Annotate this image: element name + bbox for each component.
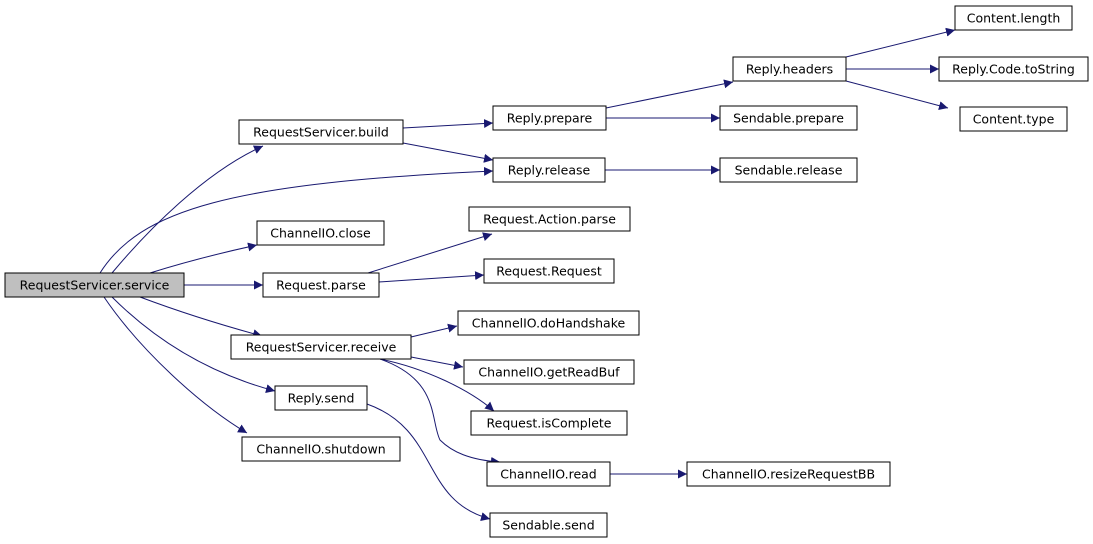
node-label: Reply.send [288, 391, 355, 406]
edge-n14-n18 [379, 358, 501, 466]
node-box [274, 385, 368, 411]
node-box [486, 461, 611, 487]
node-box [463, 359, 635, 385]
node-box [938, 56, 1089, 82]
node-channelio-resizerequestbb[interactable]: ChannelIO.resizeRequestBB [686, 461, 891, 487]
node-label: Request.Request [496, 264, 602, 279]
edge-n0-n20 [111, 296, 276, 394]
node-box [238, 119, 404, 145]
node-channelio-getreadbuf[interactable]: ChannelIO.getReadBuf [463, 359, 635, 385]
edge-n3-n4 [845, 27, 956, 58]
node-sendable-release[interactable]: Sendable.release [719, 157, 858, 183]
node-box [483, 258, 615, 284]
node-box [256, 220, 385, 246]
node-label: ChannelIO.read [500, 467, 596, 482]
node-label: ChannelIO.doHandshake [472, 316, 626, 331]
node-box [686, 461, 891, 487]
edge-n0-n14 [139, 296, 263, 338]
node-requestservicer-receive[interactable]: RequestServicer.receive [230, 334, 412, 360]
node-sendable-prepare[interactable]: Sendable.prepare [719, 105, 858, 131]
node-requestservicer-build[interactable]: RequestServicer.build [238, 119, 404, 145]
edge-n11-n12 [367, 232, 493, 274]
node-label: Content.length [967, 11, 1061, 26]
node-label: Reply.headers [746, 62, 833, 77]
node-requestservicer-service[interactable]: RequestServicer.service [4, 272, 185, 298]
node-box [489, 512, 608, 538]
node-box [262, 272, 380, 298]
edge-n0-n22 [103, 296, 248, 434]
node-label: Sendable.release [735, 163, 843, 178]
edge-n1-n2 [402, 119, 494, 129]
node-label: Request.parse [276, 278, 366, 293]
node-request-request[interactable]: Request.Request [483, 258, 615, 284]
node-box [492, 157, 606, 183]
nodes-layer: RequestServicer.service RequestServicer.b… [4, 5, 1089, 538]
node-box [492, 105, 607, 131]
node-label: ChannelIO.getReadBuf [478, 365, 620, 380]
node-reply-prepare[interactable]: Reply.prepare [492, 105, 607, 131]
edge-n0-n10 [149, 242, 258, 274]
node-label: Reply.release [508, 163, 591, 178]
node-channelio-read[interactable]: ChannelIO.read [486, 461, 611, 487]
node-label: ChannelIO.resizeRequestBB [702, 467, 875, 482]
edge-n14-n15 [410, 323, 458, 338]
node-label: Request.Action.parse [483, 212, 616, 227]
node-label: RequestServicer.service [20, 278, 170, 293]
node-reply-code-tostring[interactable]: Reply.Code.toString [938, 56, 1089, 82]
node-sendable-send[interactable]: Sendable.send [489, 512, 608, 538]
node-content-length[interactable]: Content.length [954, 5, 1073, 31]
node-label: Sendable.prepare [733, 111, 844, 126]
node-box [719, 157, 858, 183]
node-box [954, 5, 1073, 31]
node-box [719, 105, 858, 131]
edge-n14-n17 [379, 358, 495, 412]
node-request-parse[interactable]: Request.parse [262, 272, 380, 298]
edge-n2-n3 [605, 79, 734, 109]
node-label: ChannelIO.shutdown [256, 442, 385, 457]
edges-layer [99, 27, 956, 521]
edge-n11-n13 [378, 271, 485, 283]
node-box [457, 310, 640, 336]
node-label: RequestServicer.build [253, 125, 389, 140]
node-reply-release[interactable]: Reply.release [492, 157, 606, 183]
node-label: ChannelIO.close [270, 226, 371, 241]
node-channelio-dohandshake[interactable]: ChannelIO.doHandshake [457, 310, 640, 336]
node-reply-headers[interactable]: Reply.headers [732, 56, 847, 82]
node-box [241, 436, 401, 462]
node-box [468, 206, 631, 232]
edge-n1-n8 [402, 142, 494, 163]
node-content-type[interactable]: Content.type [959, 106, 1068, 132]
node-label: Request.isComplete [487, 416, 612, 431]
node-label: Reply.prepare [507, 111, 593, 126]
node-channelio-shutdown[interactable]: ChannelIO.shutdown [241, 436, 401, 462]
node-reply-send[interactable]: Reply.send [274, 385, 368, 411]
node-box [230, 334, 412, 360]
edge-n0-n1 [111, 145, 264, 274]
node-label: Content.type [973, 112, 1055, 127]
node-box [959, 106, 1068, 132]
node-label: RequestServicer.receive [246, 340, 397, 355]
edge-n3-n6 [845, 80, 949, 111]
edge-n20-n21 [366, 403, 491, 521]
node-box [4, 272, 185, 298]
edge-n0-n8 [99, 166, 494, 274]
node-label: Sendable.send [502, 518, 594, 533]
node-request-action-parse[interactable]: Request.Action.parse [468, 206, 631, 232]
node-box [732, 56, 847, 82]
node-label: Reply.Code.toString [952, 62, 1075, 77]
node-channelio-close[interactable]: ChannelIO.close [256, 220, 385, 246]
edge-n14-n16 [410, 356, 464, 370]
node-box [470, 410, 628, 436]
node-request-iscomplete[interactable]: Request.isComplete [470, 410, 628, 436]
